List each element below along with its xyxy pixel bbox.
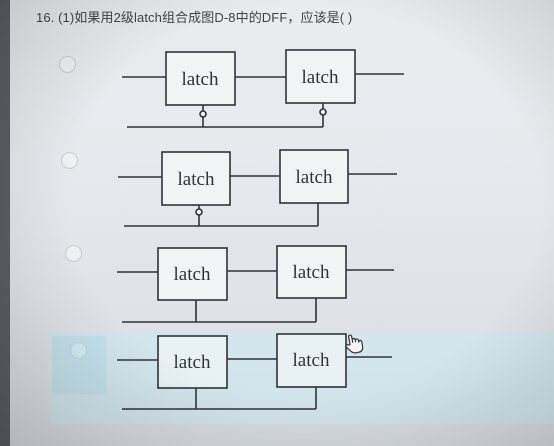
question-text: 16. (1)如果用2级latch组合成图D-8中的DFF，应该是( ) [36, 10, 353, 25]
option-d-radio[interactable] [70, 342, 87, 359]
option-c-latch-2-label: latch [293, 262, 330, 283]
option-b-diagram[interactable] [118, 149, 397, 227]
option-b-radio[interactable] [61, 152, 78, 169]
option-c-radio[interactable] [65, 245, 82, 262]
hand-pointer-icon [345, 334, 364, 354]
option-c-latch-1-label: latch [174, 264, 211, 285]
option-a-radio[interactable] [59, 56, 76, 73]
option-a-latch-1-label: latch [182, 69, 219, 90]
option-b-latch-2-label: latch [296, 167, 333, 188]
option-d-diagram[interactable] [117, 333, 392, 410]
option-c-diagram[interactable] [117, 245, 394, 323]
option-a-latch-2-label: latch [302, 67, 339, 88]
option-d-latch-1-label: latch [174, 352, 211, 373]
option-a-diagram[interactable] [122, 49, 404, 128]
option-d-latch-2-label: latch [293, 350, 330, 371]
option-b-latch-1-label: latch [178, 169, 215, 190]
